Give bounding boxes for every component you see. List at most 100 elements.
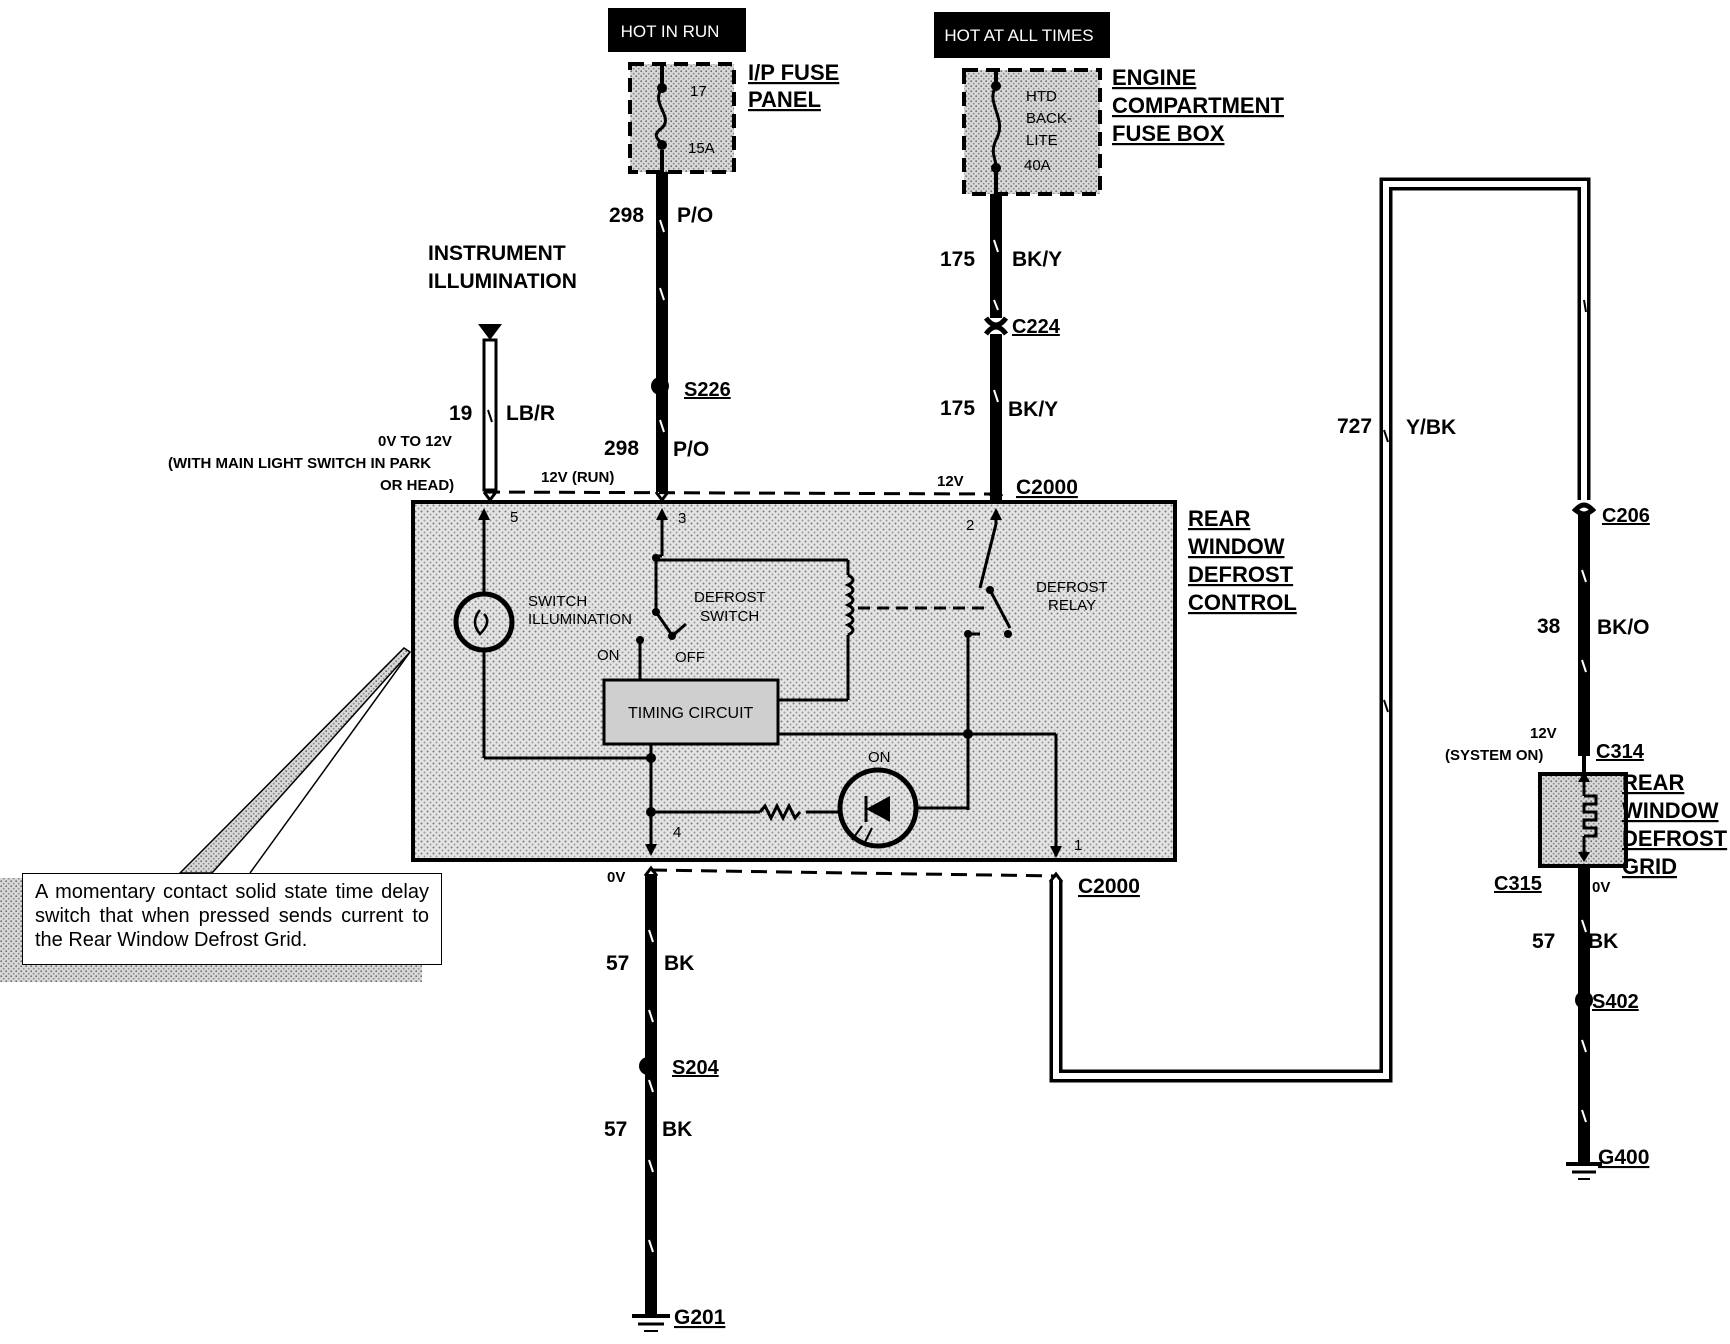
instrument-illumination-label-2: ILLUMINATION bbox=[428, 270, 577, 293]
voltage-0v-label: 0V bbox=[607, 869, 625, 886]
callout-pointer bbox=[178, 647, 412, 874]
connector-c2000-bottom-label: C2000 bbox=[1078, 875, 1140, 898]
timing-circuit-label: TIMING CIRCUIT bbox=[628, 705, 754, 722]
connector-c206-label: C206 bbox=[1602, 505, 1650, 527]
instrument-illumination-label-1: INSTRUMENT bbox=[428, 242, 566, 265]
wire-19 bbox=[478, 324, 502, 492]
pin-4-label: 4 bbox=[673, 824, 681, 841]
switch-illumination-label-2: ILLUMINATION bbox=[528, 611, 632, 628]
connector-c314-label: C314 bbox=[1596, 741, 1645, 763]
switch-off-label: OFF bbox=[675, 649, 705, 666]
splice-s204-label: S204 bbox=[672, 1057, 720, 1079]
defrost-switch-label-1: DEFROST bbox=[694, 589, 766, 606]
wire-38-color: BK/O bbox=[1597, 616, 1650, 639]
wire-19-color: LB/R bbox=[506, 402, 555, 425]
hot-at-all-times-text: HOT AT ALL TIMES bbox=[944, 26, 1093, 45]
defrost-grid-title-2: WINDOW bbox=[1622, 798, 1719, 823]
hot-at-all-times-label: HOT AT ALL TIMES bbox=[934, 12, 1110, 58]
system-on-label: (SYSTEM ON) bbox=[1445, 747, 1543, 764]
wire-57-ground-g201 bbox=[632, 874, 670, 1332]
callout-shadow-left bbox=[0, 878, 22, 974]
defrost-control-title-4: CONTROL bbox=[1188, 590, 1297, 615]
splice-s204 bbox=[639, 1057, 657, 1075]
engine-compartment-fuse-box: HTD BACK- LITE 40A bbox=[962, 68, 1102, 196]
wire-175b-number: 175 bbox=[940, 397, 975, 420]
wire-298-number: 298 bbox=[609, 204, 644, 227]
wire-57a-color: BK bbox=[664, 952, 694, 975]
ip-fuse-panel: 17 15A bbox=[628, 62, 736, 174]
wire-57b-color: BK bbox=[662, 1118, 692, 1141]
pin-5-label: 5 bbox=[510, 509, 518, 526]
engine-fuse-box-title-1: ENGINE bbox=[1112, 65, 1196, 90]
splice-s226-label: S226 bbox=[684, 379, 731, 401]
ip-fuse-panel-title-1: I/P FUSE bbox=[748, 60, 839, 85]
defrost-control-title-2: WINDOW bbox=[1188, 534, 1285, 559]
connector-c224-label: C224 bbox=[1012, 316, 1061, 338]
wire-57c-color: BK bbox=[1588, 930, 1618, 953]
voltage-main-light-label: (WITH MAIN LIGHT SWITCH IN PARK bbox=[168, 455, 431, 472]
switch-on-label: ON bbox=[597, 647, 620, 664]
pin-1-label: 1 bbox=[1074, 837, 1082, 854]
wire-298 bbox=[651, 172, 669, 492]
defrost-control-title-3: DEFROST bbox=[1188, 562, 1294, 587]
pin-2-label: 2 bbox=[966, 517, 974, 534]
wire-57-ground-g400 bbox=[1566, 866, 1602, 1180]
wire-727-color: Y/BK bbox=[1406, 416, 1456, 439]
defrost-control-title-1: REAR bbox=[1188, 506, 1250, 531]
ground-g201-label: G201 bbox=[674, 1306, 726, 1329]
connector-c224 bbox=[983, 316, 1009, 328]
fuse-17-label: 17 bbox=[690, 83, 707, 100]
wire-175-number: 175 bbox=[940, 248, 975, 271]
voltage-or-head-label: OR HEAD) bbox=[380, 477, 454, 494]
rear-window-defrost-grid bbox=[1538, 756, 1628, 868]
wire-38-number: 38 bbox=[1537, 615, 1561, 638]
connector-c2000-top bbox=[483, 490, 997, 496]
voltage-12v-b-label: 12V bbox=[1530, 725, 1557, 742]
wire-38 bbox=[1578, 514, 1590, 756]
wire-298b-color: P/O bbox=[673, 438, 709, 461]
pin-3-label: 3 bbox=[678, 510, 686, 527]
ground-g400-label: G400 bbox=[1598, 1146, 1649, 1169]
ip-fuse-panel-title-2: PANEL bbox=[748, 87, 821, 112]
voltage-12v-run-label: 12V (RUN) bbox=[541, 469, 614, 486]
connector-c315-label: C315 bbox=[1494, 873, 1542, 895]
splice-s402-label: S402 bbox=[1592, 991, 1639, 1013]
splice-s402 bbox=[1575, 991, 1593, 1009]
switch-illumination-label-1: SWITCH bbox=[528, 593, 587, 610]
timing-circuit bbox=[602, 678, 780, 746]
wire-175 bbox=[983, 194, 1009, 512]
wire-57c-number: 57 bbox=[1532, 930, 1555, 953]
callout-note: A momentary contact solid state time del… bbox=[22, 873, 442, 965]
wire-19-number: 19 bbox=[449, 402, 472, 425]
engine-fuse-box-title-2: COMPARTMENT bbox=[1112, 93, 1284, 118]
hot-in-run-label: HOT IN RUN bbox=[608, 8, 746, 52]
hot-in-run-text: HOT IN RUN bbox=[621, 22, 720, 41]
wire-298-color: P/O bbox=[677, 204, 713, 227]
connector-c2000-top-label: C2000 bbox=[1016, 476, 1078, 499]
wire-57b-number: 57 bbox=[604, 1118, 627, 1141]
htd-fuse-label-3: LITE bbox=[1026, 132, 1058, 149]
wire-175-color: BK/Y bbox=[1012, 248, 1062, 271]
fuse-15a-label: 15A bbox=[688, 140, 715, 157]
resistor bbox=[758, 802, 802, 822]
defrost-relay-label-2: RELAY bbox=[1048, 597, 1096, 614]
defrost-grid-title-4: GRID bbox=[1622, 854, 1677, 879]
wire-175b-color: BK/Y bbox=[1008, 398, 1058, 421]
wire-57a-number: 57 bbox=[606, 952, 629, 975]
engine-fuse-box-title-3: FUSE BOX bbox=[1112, 121, 1225, 146]
splice-s226 bbox=[651, 377, 669, 395]
led-on-label: ON bbox=[868, 749, 891, 766]
defrost-grid-title-3: DEFROST bbox=[1622, 826, 1728, 851]
defrost-switch-label-2: SWITCH bbox=[700, 608, 759, 625]
rear-window-defrost-control bbox=[411, 500, 1177, 862]
voltage-0-12-label: 0V TO 12V bbox=[378, 433, 452, 450]
htd-fuse-label-2: BACK- bbox=[1026, 110, 1072, 127]
defrost-grid-title-1: REAR bbox=[1622, 770, 1684, 795]
connector-c2000-bottom bbox=[650, 868, 1057, 878]
voltage-0v-b-label: 0V bbox=[1592, 879, 1610, 896]
wire-727-number: 727 bbox=[1337, 415, 1372, 438]
wire-298b-number: 298 bbox=[604, 437, 639, 460]
htd-fuse-label-1: HTD bbox=[1026, 88, 1057, 105]
